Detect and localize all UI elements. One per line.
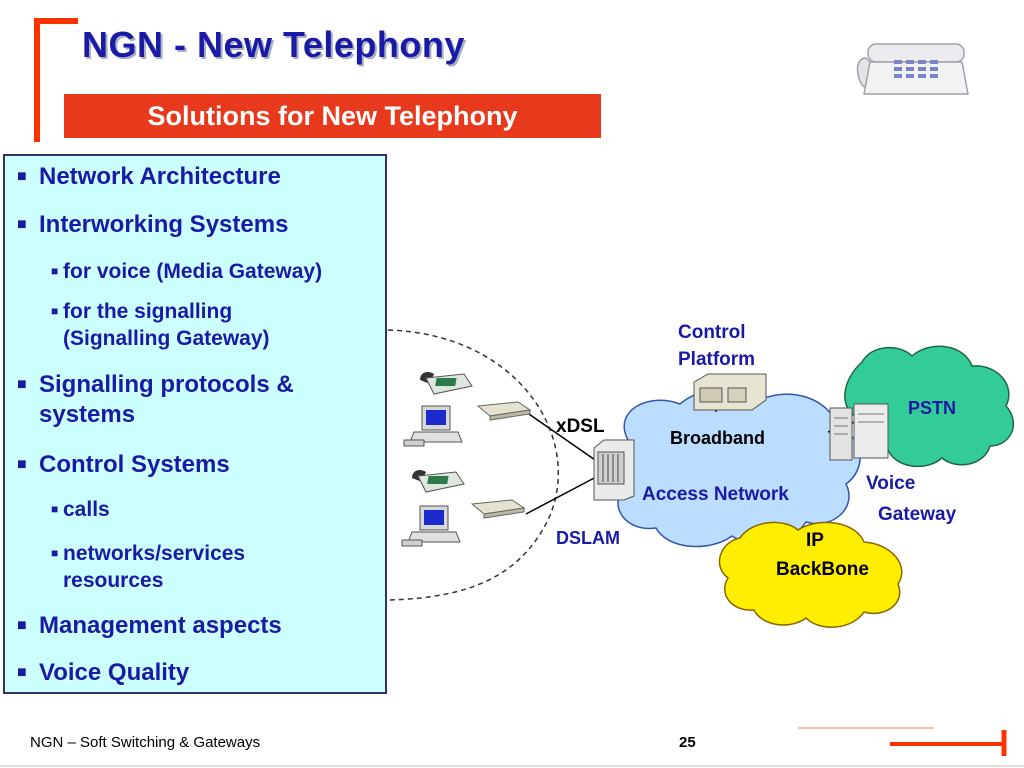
bullet-network-architecture: ■Network Architecture — [17, 163, 281, 190]
control-platform-icon — [693, 373, 767, 411]
access-network-label: Access Network — [642, 484, 789, 505]
phone-icon-lower — [412, 470, 465, 493]
bullet-control-systems: ■Control Systems — [17, 451, 230, 478]
bullet-management-aspects: ■Management aspects — [17, 612, 282, 639]
control-label: Control — [678, 322, 746, 343]
premises-boundary-arc — [387, 329, 559, 601]
backbone-label: BackBone — [776, 559, 869, 580]
subbullet-calls: ■calls — [51, 498, 110, 521]
phone-icon-upper — [420, 372, 473, 395]
title-bracket-horizontal — [34, 18, 78, 24]
computer-icon-upper — [403, 405, 463, 447]
subbullet-signalling-gateway: ■for the signalling(Signalling Gateway) — [51, 300, 270, 350]
ip-label: IP — [806, 530, 824, 551]
bullet-interworking-systems: ■Interworking Systems — [17, 211, 289, 238]
broadband-label: Broadband — [670, 428, 766, 448]
page-number: 25 — [679, 734, 696, 751]
pstn-label: PSTN — [908, 398, 957, 418]
platform-label: Platform — [678, 349, 756, 370]
bullet-signalling-protocols: ■Signalling protocols &systems — [17, 371, 294, 428]
voice-gateway-icon — [829, 403, 889, 461]
xdsl-label: xDSL — [556, 416, 605, 437]
bullet-voice-quality: ■Voice Quality — [17, 659, 190, 686]
slide-title: NGN - New Telephony — [82, 24, 465, 65]
dslam-rack-icon — [593, 439, 635, 501]
title-bracket-vertical — [34, 18, 40, 142]
content-panel: ■Network Architecture ■Interworking Syst… — [3, 154, 387, 694]
voice-label: Voice — [866, 473, 916, 494]
gateway-label: Gateway — [878, 504, 957, 525]
subbullet-media-gateway: ■for voice (Media Gateway) — [51, 260, 323, 283]
modem-icon-lower — [470, 499, 526, 519]
footer-decoration — [0, 727, 1024, 767]
modem-icon-upper — [476, 401, 532, 421]
dslam-label: DSLAM — [556, 528, 620, 548]
computer-icon-lower — [401, 505, 461, 547]
ip-backbone-cloud — [718, 521, 903, 628]
footer-text: NGN – Soft Switching & Gateways — [30, 734, 261, 751]
subtitle-banner: Solutions for New Telephony — [64, 94, 601, 138]
